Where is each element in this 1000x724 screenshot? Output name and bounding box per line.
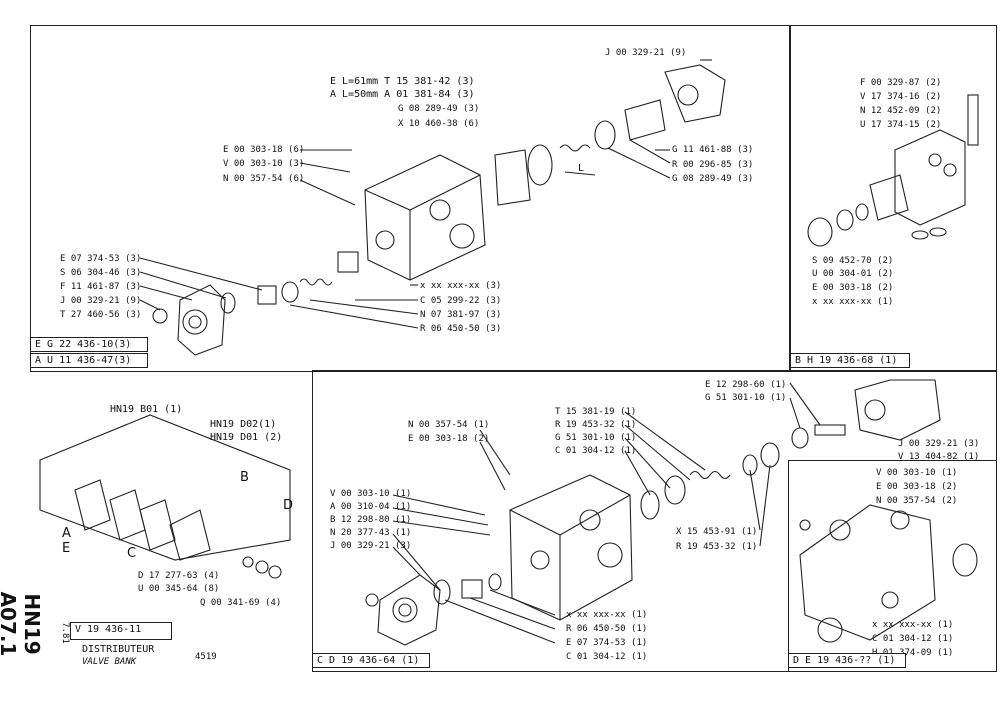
part-label: G 51 301-10 (1) xyxy=(555,433,637,443)
length-e-label: E L=61mm T 15 381-42 (3) xyxy=(330,76,475,87)
part-label: R 06 450-50 (1) xyxy=(566,624,648,634)
part-label: X 10 460-38 (6) xyxy=(398,119,480,129)
panel-d-frame xyxy=(788,460,997,672)
part-label: U 00 304-01 (2) xyxy=(812,269,894,279)
part-label: J 00 329-21 (3) xyxy=(898,439,980,449)
part-label: R 19 453-32 (1) xyxy=(676,542,758,552)
part-label: V 17 374-16 (2) xyxy=(860,92,942,102)
part-label: A 00 310-04 (1) xyxy=(330,502,412,512)
model-number: 4519 xyxy=(195,652,217,662)
part-label: N 00 357-54 (1) xyxy=(408,420,490,430)
part-label: C 01 304-12 (1) xyxy=(872,634,954,644)
panel-b-tag: B H 19 436-68 (1) xyxy=(790,353,910,368)
part-label: J 00 329-21 (3) xyxy=(330,541,412,551)
part-label: C 01 304-12 (1) xyxy=(566,652,648,662)
part-label: N 12 452-09 (2) xyxy=(860,106,942,116)
part-label: G 51 301-10 (1) xyxy=(705,393,787,403)
reference-box: V 19 436-11 xyxy=(70,622,172,640)
part-label: E 07 374-53 (1) xyxy=(566,638,648,648)
panel-b-frame xyxy=(790,25,997,372)
part-label: T 27 460-56 (3) xyxy=(60,310,142,320)
overview-label: HN19 D01 (2) xyxy=(210,432,283,443)
panel-a-frame xyxy=(30,25,790,372)
part-label: J 00 329-21 (9) xyxy=(605,48,687,58)
part-label: x xx xxx-xx (1) xyxy=(872,620,954,630)
part-label: x xx xxx-xx (1) xyxy=(566,610,648,620)
part-label: C 05 299-22 (3) xyxy=(420,296,502,306)
part-label: N 00 357-54 (2) xyxy=(876,496,958,506)
overview-letter: C xyxy=(127,546,137,561)
part-label: G 08 289-49 (3) xyxy=(398,104,480,114)
part-label: E 00 303-18 (2) xyxy=(408,434,490,444)
title-en: VALVE BANK xyxy=(82,657,137,667)
part-label: E 12 298-60 (1) xyxy=(705,380,787,390)
part-label: U 17 374-15 (2) xyxy=(860,120,942,130)
part-label: V 00 303-10 (1) xyxy=(876,468,958,478)
part-label: S 06 304-46 (3) xyxy=(60,268,142,278)
length-a-label: A L=50mm A 01 381-84 (3) xyxy=(330,89,475,100)
reference-number: V 19 436-11 xyxy=(75,624,142,635)
part-label: x xx xxx-xx (3) xyxy=(420,281,502,291)
part-label: G 11 461-88 (3) xyxy=(672,145,754,155)
panel-d-tag: D E 19 436-?? (1) xyxy=(788,653,906,668)
part-label: R 06 450-50 (3) xyxy=(420,324,502,334)
part-label: Q 00 341-69 (4) xyxy=(200,598,282,608)
overview-letter: E xyxy=(62,541,71,556)
panel-a-tag-e: E G 22 436-10(3) xyxy=(30,337,148,352)
part-label: C 01 304-12 (1) xyxy=(555,446,637,456)
part-label: N 20 377-43 (1) xyxy=(330,528,412,538)
part-label: S 09 452-70 (2) xyxy=(812,256,894,266)
overview-letter: D xyxy=(283,498,294,513)
part-label: V 00 303-10 (1) xyxy=(330,489,412,499)
part-label: U 00 345-64 (8) xyxy=(138,584,220,594)
part-label: x xx xxx-xx (1) xyxy=(812,297,894,307)
part-label: F 11 461-87 (3) xyxy=(60,282,142,292)
part-label: R 00 296-85 (3) xyxy=(672,160,754,170)
overview-label: HN19 D02(1) xyxy=(210,419,277,430)
part-label: E 00 303-18 (6) xyxy=(223,145,305,155)
part-label: D 17 277-63 (4) xyxy=(138,571,220,581)
part-label: V 00 303-10 (3) xyxy=(223,159,305,169)
part-label: V 13 404-82 (1) xyxy=(898,452,980,462)
overview-label: HN19 B01 (1) xyxy=(110,404,183,415)
drawing-date: 7.81 xyxy=(59,622,70,644)
part-label: F 00 329-87 (2) xyxy=(860,78,942,88)
part-label: X 15 453-91 (1) xyxy=(676,527,758,537)
part-label: E 07 374-53 (3) xyxy=(60,254,142,264)
panel-a-tag-a: A U 11 436-47(3) xyxy=(30,353,148,368)
part-label: G 08 289-49 (3) xyxy=(672,174,754,184)
part-label: R 19 453-32 (1) xyxy=(555,420,637,430)
part-label: B 12 298-80 (1) xyxy=(330,515,412,525)
part-label: E 00 303-18 (2) xyxy=(812,283,894,293)
dimension-l-label: L xyxy=(578,163,585,174)
overview-letter: A xyxy=(62,526,71,541)
panel-c-tag: C D 19 436-64 (1) xyxy=(312,653,430,668)
part-label: E 00 303-18 (2) xyxy=(876,482,958,492)
part-label: N 00 357-54 (6) xyxy=(223,174,305,184)
title-fr: DISTRIBUTEUR xyxy=(82,644,155,655)
overview-letter: B xyxy=(240,470,249,485)
part-label: T 15 381-19 (1) xyxy=(555,407,637,417)
drawing-number: HN19 A07.1 xyxy=(0,591,44,657)
part-label: N 07 381-97 (3) xyxy=(420,310,502,320)
part-label: H 01 374-09 (1) xyxy=(872,648,954,658)
part-label: J 00 329-21 (9) xyxy=(60,296,142,306)
